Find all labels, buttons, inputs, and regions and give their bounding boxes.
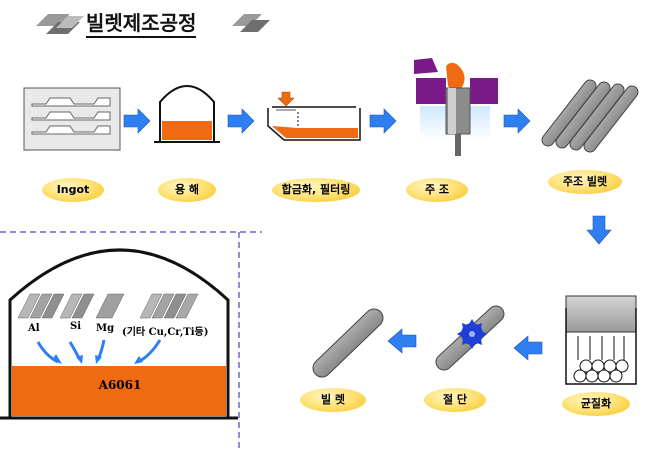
- arrow-ingot-to-melting-icon: [123, 108, 151, 134]
- cast-billets-image: [541, 79, 639, 153]
- page-title: 빌렛제조공정: [86, 10, 197, 38]
- label-casting: 주 조: [406, 178, 468, 202]
- other-elements-bars-icon: [139, 293, 199, 319]
- title-bars-left-icon: [36, 14, 84, 34]
- element-si: Si: [70, 321, 82, 332]
- arrow-homogenizing-to-cutting-icon: [513, 335, 543, 361]
- arrow-melting-to-alloying-icon: [227, 108, 255, 134]
- arrow-alloying-to-casting-icon: [369, 108, 397, 134]
- cutting-saw-image: [435, 305, 505, 371]
- ingot-image: [23, 87, 121, 151]
- arrow-casting-to-cast-billet-icon: [503, 108, 531, 134]
- title-bars-right-icon: [232, 14, 270, 32]
- element-mg: Mg: [96, 323, 115, 334]
- magnesium-bar-icon: [95, 293, 125, 319]
- alloying-trough-image: [267, 91, 361, 141]
- label-homogenizing: 균질화: [562, 392, 630, 416]
- element-others: (기타 Cu,Cr,Ti등): [122, 327, 209, 338]
- billet-image: [312, 308, 384, 378]
- aluminum-bars-icon: [17, 293, 65, 319]
- alloy-furnace-detail: [0, 248, 238, 420]
- label-melting: 용 해: [158, 178, 216, 202]
- homogenizing-furnace-image: [565, 295, 637, 385]
- silicon-bars-icon: [59, 293, 95, 319]
- element-al: Al: [28, 323, 40, 334]
- label-billet: 빌 렛: [300, 388, 366, 412]
- arrow-cutting-to-billet-icon: [387, 328, 417, 354]
- melting-furnace-image: [154, 85, 220, 143]
- alloy-name: A6061: [98, 378, 142, 392]
- label-cast-billet: 주조 빌렛: [548, 170, 622, 194]
- label-cutting: 절 단: [424, 388, 486, 412]
- arrow-down-to-homogenizing-icon: [586, 215, 612, 245]
- label-alloying-filtering: 합금화, 필터링: [272, 178, 360, 202]
- casting-machine-image: [414, 58, 498, 156]
- label-ingot: Ingot: [42, 178, 104, 202]
